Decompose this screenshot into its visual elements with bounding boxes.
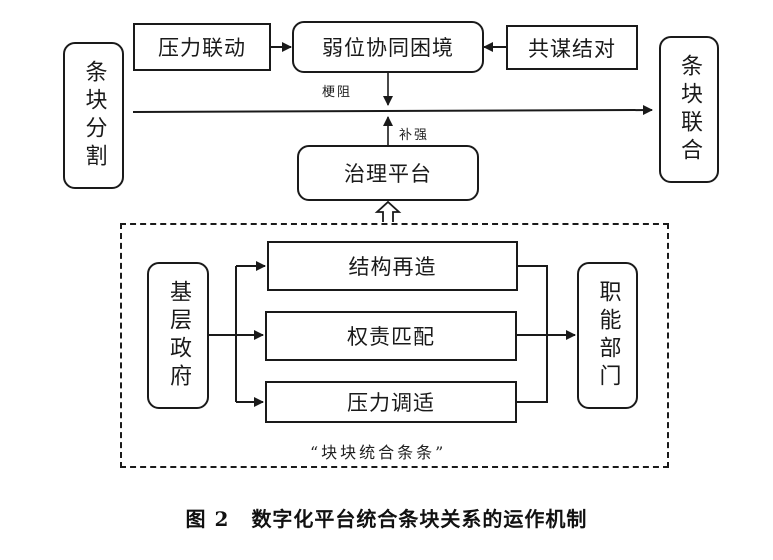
mechanism-group: [120, 223, 669, 468]
state-box-fragmented: 条块分割: [63, 42, 124, 189]
label-process-restructuring: 结构再造: [348, 255, 437, 279]
state-label-integrated: 条块联合: [677, 53, 702, 166]
label-collusion-pairing: 共谋结对: [528, 36, 616, 61]
label-obstruct: 梗阻: [322, 85, 353, 100]
hollow-up-arrow: [374, 200, 402, 222]
box-grassroots-government: 基层政府: [147, 262, 209, 409]
label-functional-departments: 职能部门: [595, 279, 621, 392]
label-governance-platform: 治理平台: [344, 162, 432, 186]
arrow-main-transition: [132, 105, 653, 116]
label-pressure-linkage: 压力联动: [158, 36, 246, 60]
box-functional-departments: 职能部门: [577, 262, 638, 409]
state-box-integrated: 条块联合: [659, 36, 719, 183]
box-collusion-pairing: 共谋结对: [506, 25, 638, 70]
label-process-responsibility-matching: 权责匹配: [347, 325, 435, 349]
label-grassroots-government: 基层政府: [166, 279, 191, 392]
box-process-pressure-adjustment: 压力调适: [265, 381, 517, 423]
figure-title: 数字化平台统合条块关系的运作机制: [251, 507, 588, 531]
figure-number: 图 2: [185, 507, 230, 531]
mechanism-group-label: “块块统合条条”: [310, 443, 447, 462]
state-label-fragmented: 条块分割: [81, 59, 107, 172]
label-reinforce: 补强: [399, 128, 430, 143]
box-process-responsibility-matching: 权责匹配: [265, 311, 517, 361]
box-process-restructuring: 结构再造: [267, 241, 518, 291]
box-coordination-dilemma: 弱位协同困境: [292, 21, 484, 73]
label-process-pressure-adjustment: 压力调适: [347, 391, 435, 415]
box-governance-platform: 治理平台: [297, 145, 479, 201]
label-coordination-dilemma: 弱位协同困境: [322, 36, 454, 60]
box-pressure-linkage: 压力联动: [133, 23, 271, 71]
figure-caption: 图 2 数字化平台统合条块关系的运作机制: [0, 503, 773, 532]
